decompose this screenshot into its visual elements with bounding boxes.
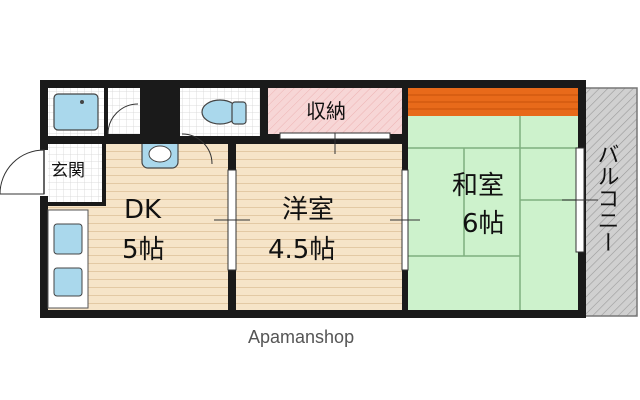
wash-area (108, 88, 140, 134)
toilet-icon (201, 99, 247, 125)
yoshitsu-label: 洋室 (282, 195, 334, 225)
yoshitsu-floor (236, 144, 402, 310)
genkan-floor (48, 144, 102, 202)
kitchen-sink (53, 223, 83, 255)
storage-door (279, 132, 391, 154)
toilet-door (181, 133, 213, 165)
washitsu-floor (408, 88, 578, 310)
entrance-door (0, 149, 48, 196)
washitsu-label: 和室 (452, 171, 504, 201)
shuno-label: 収納 (306, 99, 346, 123)
pipe-shaft (142, 88, 176, 134)
sliding-door-yoshitsu-washitsu (390, 169, 420, 271)
dk-size: 5帖 (122, 235, 165, 265)
genkan-label: 玄関 (51, 161, 85, 181)
watermark: Apamanshop (248, 327, 354, 347)
balcony-label: バルコニー (594, 143, 619, 253)
yoshitsu-size: 4.5帖 (268, 235, 335, 265)
dk-label: DK (124, 195, 162, 225)
storage (268, 88, 402, 134)
washbasin-icon (141, 137, 179, 169)
bath-door (107, 103, 139, 135)
sliding-door-dk-yoshitsu (214, 169, 250, 271)
balcony (584, 87, 638, 317)
tokonoma-grain (408, 94, 578, 110)
tatami-lines (408, 116, 578, 310)
bathtub-icon (53, 93, 99, 131)
washitsu-size: 6帖 (462, 209, 505, 239)
stove-icon (53, 267, 83, 297)
balcony-window (562, 147, 598, 253)
